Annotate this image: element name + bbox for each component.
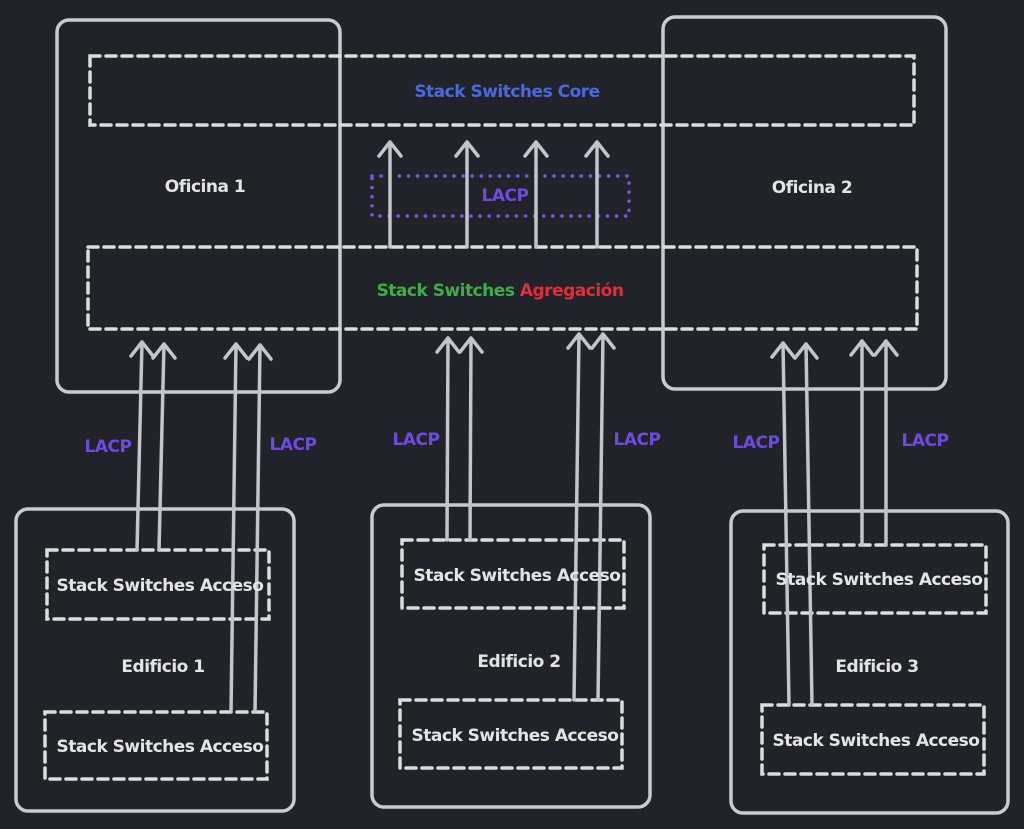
building-3-access-bottom-box [760,703,986,776]
building-3-label: Edificio 3 [835,657,919,677]
building-1-lacp-left: LACP [84,437,132,457]
aggregation-label-stack: Stack Switches [376,281,515,301]
building-1-uplink-arrow-4 [247,343,273,714]
core-lacp-box [370,174,631,218]
building-3-uplink-arrow-4 [873,339,899,547]
core-uplink-arrow-4 [584,140,610,249]
building-1-access-top-label: Stack Switches Acceso [56,576,264,596]
building-2-uplink-arrow-2 [458,336,484,542]
building-3-uplink-arrow-3 [849,339,875,547]
building-3-access-top-box [762,543,988,615]
aggregation-stack-box [86,245,919,331]
building-3-uplink-arrow-1 [770,341,796,707]
building-1-box [14,507,296,813]
core-lacp-label: LACP [481,186,529,206]
building-3-uplink-arrow-2 [793,342,819,707]
aggregation-stack-label: Stack Switches Agregación [377,281,624,301]
office-1-box [55,18,342,394]
building-3-access-bottom-label: Stack Switches Acceso [772,731,980,751]
building-2-access-bottom-label: Stack Switches Acceso [411,726,619,746]
office-2-box [661,15,948,391]
building-2-uplink-arrow-4 [590,332,616,702]
core-uplink-arrow-1 [377,140,403,249]
core-stack-box [88,54,916,127]
building-1-lacp-right: LACP [269,435,317,455]
office-2-label: Oficina 2 [771,178,853,198]
core-stack-label: Stack Switches Core [414,82,600,102]
building-2-access-top-label: Stack Switches Acceso [413,566,621,586]
office-1-label: Oficina 1 [164,177,246,197]
building-2-lacp-right: LACP [613,430,661,450]
building-2-uplink-arrow-1 [435,336,461,542]
building-3-lacp-left: LACP [732,433,780,453]
core-uplink-arrow-2 [454,140,480,249]
building-1-access-bottom-box [43,710,269,781]
building-1-uplink-arrow-2 [151,342,177,552]
building-1-access-bottom-label: Stack Switches Acceso [56,737,264,757]
building-2-box [370,503,652,809]
building-2-access-bottom-box [398,698,624,770]
building-3-box [729,509,1010,815]
building-1-uplink-arrow-1 [129,340,155,552]
building-3-lacp-right: LACP [901,431,949,451]
building-2-uplink-arrow-3 [566,332,592,702]
building-1-label: Edificio 1 [121,657,205,677]
core-uplink-arrow-3 [523,140,549,249]
building-2-label: Edificio 2 [477,652,561,672]
building-3-access-top-label: Stack Switches Acceso [775,570,983,590]
aggregation-label-agregacion: Agregación [519,281,624,301]
building-2-access-top-box [400,538,626,610]
building-1-uplink-arrow-3 [223,342,249,714]
building-2-lacp-left: LACP [392,430,440,450]
